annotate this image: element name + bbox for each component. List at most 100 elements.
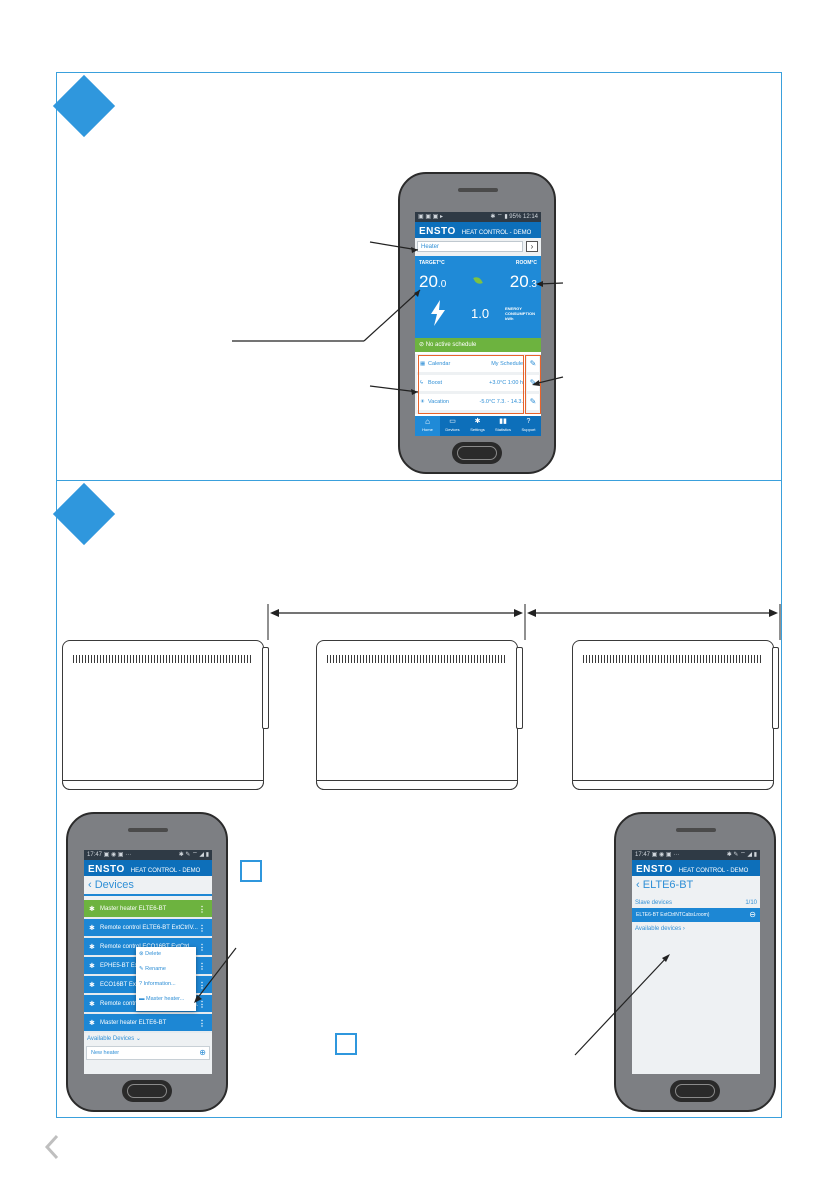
device-row[interactable]: ✱Master heater ELTE6-BT⋮ [84,1014,212,1033]
overflow-menu-icon[interactable]: ⋮ [198,905,206,914]
heater-2 [316,640,523,790]
available-devices-label[interactable]: Available Devices ⌄ [87,1036,141,1042]
overflow-menu-icon[interactable]: ⋮ [198,924,206,933]
calendar-icon: ▦ [420,361,426,367]
heater-side [262,647,269,729]
calendar-row[interactable]: ▦ Calendar My Schedule [417,356,525,372]
app-bar: ENSTO HEAT CONTROL - DEMO [84,860,212,876]
schedule-status-bar: ⊘ No active schedule [415,338,541,352]
menu-rename[interactable]: ✎ Rename [139,966,166,972]
slave-devices-label: Slave devices [635,900,673,906]
bottom-nav: ⌂Home ▭Devices ✱Settings ▮▮Statistics ?S… [415,416,541,436]
ensto-logo: ENSTO [88,864,125,875]
overflow-menu-icon[interactable]: ⋮ [198,981,206,990]
app-title: HEAT CONTROL - DEMO [461,230,532,236]
phone-speaker [458,188,498,192]
heater-base [572,780,774,790]
dimension-arrows [267,604,781,640]
heater-1 [62,640,269,790]
bluetooth-icon: ✱ [89,925,95,932]
device-row-master[interactable]: ✱Master heater ELTE6-BT⋮ [84,900,212,919]
overflow-menu-icon[interactable]: ⋮ [198,962,206,971]
home-button [670,1080,720,1102]
instruction-frame [56,72,782,1118]
heater-grill [583,655,763,663]
menu-master-heater[interactable]: ▬ Master heater... [139,996,185,1002]
device-header[interactable]: ‹ ELTE6-BT [636,879,694,891]
devices-header[interactable]: ‹ Devices [88,879,134,891]
edit-calendar-button[interactable]: ✎ [527,356,539,372]
slave-device-row[interactable]: ELTE6-BT ExtCtrlNTCabsLroom)⊖ [632,908,760,922]
header-underline [84,894,212,896]
callout-lines-top [232,241,564,395]
sun-icon: ☀ [420,399,425,405]
edit-boost-button[interactable]: ✎ [527,375,539,391]
phone-devices-screen: 17:47 ▣ ◉ ▣ ··· ✱ ✎ ⌔ ◢ ▮ ENSTO HEAT CONT… [66,812,228,1112]
edit-vacation-button[interactable]: ✎ [527,394,539,410]
modes-highlight [418,355,524,414]
status-bar: 17:47 ▣ ◉ ▣ ··· ✱ ✎ ⌔ ◢ ▮ [632,850,760,860]
bluetooth-icon: ✱ [89,944,95,951]
boost-row[interactable]: ϟ Boost +3.0°C 1:00 h [417,375,525,391]
heater-3 [572,640,779,790]
status-bar: 17:47 ▣ ◉ ▣ ··· ✱ ✎ ⌔ ◢ ▮ [84,850,212,860]
home-button [122,1080,172,1102]
target-label: TARGET°C [419,260,445,266]
home-button [452,442,502,464]
nav-support[interactable]: ?Support [521,418,536,432]
add-icon[interactable]: ⊕ [199,1048,206,1057]
phone-speaker [676,828,716,832]
pencil-icon: ✎ [139,966,144,972]
phone-speaker [128,828,168,832]
device-row[interactable]: ✱Remote control ELTE6-BT ExtCtrlV...⋮ [84,919,212,938]
heater-grill [327,655,507,663]
heater-icon: ▬ [139,996,145,1002]
boost-icon: ϟ [420,380,423,386]
device-next-button[interactable]: › [526,241,538,252]
phone-home-screen: ▣ ▣ ▣ ▸ ✱ ⌔ ▮ 95% 12:14 ENSTO HEAT CONTRO… [398,172,556,474]
device-name-field[interactable]: Heater [417,241,523,252]
delete-icon: ⊗ [139,951,144,957]
menu-information[interactable]: ? Information... [139,981,176,987]
target-temperature[interactable]: 20.0 [419,272,447,291]
heater-side [772,647,779,729]
callout-lines-bottom [194,947,670,1056]
ensto-logo: ENSTO [419,226,456,237]
overflow-menu-icon[interactable]: ⋮ [198,1019,206,1028]
nav-devices[interactable]: ▭Devices [445,418,460,432]
available-devices-label[interactable]: Available devices › [635,926,685,932]
step-b-box [335,1033,357,1055]
remove-icon[interactable]: ⊖ [749,910,756,919]
new-heater-row[interactable]: New heater⊕ [86,1046,210,1060]
device-selector-bar: Heater › [415,238,541,256]
bluetooth-icon: ✱ [89,982,95,989]
room-label: ROOM°C [515,260,537,266]
nav-home[interactable]: ⌂Home [415,416,440,436]
overflow-menu-icon[interactable]: ⋮ [198,943,206,952]
bluetooth-icon: ✱ [89,1020,95,1027]
page-back-chevron-icon[interactable] [44,1134,60,1160]
vacation-row[interactable]: ☀ Vacation -5.0°C 7.3. - 14.3. [417,394,525,410]
devices-screen: 17:47 ▣ ◉ ▣ ··· ✱ ✎ ⌔ ◢ ▮ ENSTO HEAT CONT… [84,850,212,1074]
slave-count: 1/10 [745,900,757,906]
status-bar: ▣ ▣ ▣ ▸ ✱ ⌔ ▮ 95% 12:14 [415,212,541,222]
app-title: HEAT CONTROL - DEMO [130,868,201,874]
lightning-icon [431,300,445,326]
menu-delete[interactable]: ⊗ Delete [139,951,162,957]
overflow-menu-icon[interactable]: ⋮ [198,1000,206,1009]
step-a-box [240,860,262,882]
nav-settings[interactable]: ✱Settings [470,418,485,432]
edit-highlight [525,355,541,414]
nav-statistics[interactable]: ▮▮Statistics [494,418,511,432]
ensto-logo: ENSTO [636,864,673,875]
section-divider [56,480,782,481]
heater-base [62,780,264,790]
room-temperature: 20.3 [509,272,537,291]
context-menu: ⊗ Delete ✎ Rename ? Information... ▬ Mas… [136,947,196,1011]
bluetooth-icon: ✱ [89,906,95,913]
heater-side [516,647,523,729]
